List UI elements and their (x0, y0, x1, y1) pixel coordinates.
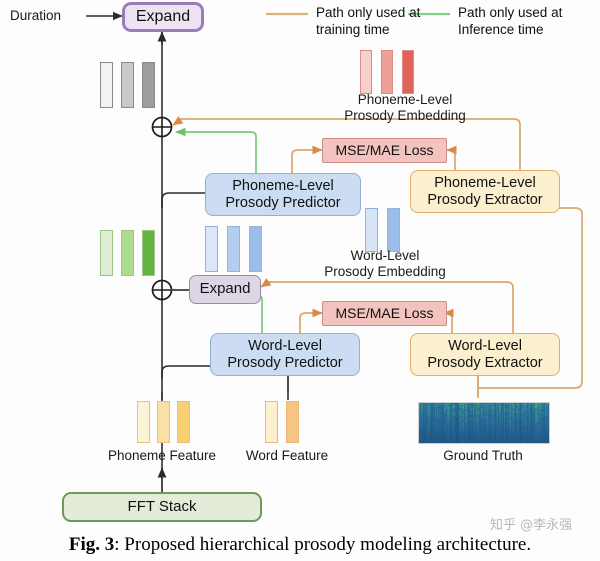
phoneme-prosody-extractor-block[interactable]: Phoneme-Level Prosody Extractor (410, 170, 560, 213)
legend-training-line1: Path only used at (316, 5, 421, 20)
bar (100, 62, 113, 108)
word-extractor-line2: Prosody Extractor (427, 354, 543, 371)
bar (157, 401, 170, 443)
wire-phoneme-predictor-to-adder (175, 127, 257, 173)
bar (227, 226, 240, 272)
pink-prosody-bars (360, 50, 414, 94)
phoneme-extractor-line2: Prosody Extractor (427, 191, 543, 208)
expand-mid-block[interactable]: Expand (189, 275, 261, 304)
bar (142, 230, 155, 276)
loss-top-block[interactable]: MSE/MAE Loss (322, 138, 447, 163)
blue-word-prosody-bars (365, 208, 400, 252)
bar (249, 226, 262, 272)
bar (100, 230, 113, 276)
adder-node-word (151, 279, 173, 301)
loss-mid-label: MSE/MAE Loss (335, 304, 434, 321)
phoneme-predictor-line1: Phoneme-Level (232, 178, 334, 195)
phoneme-feature-bars (137, 401, 190, 443)
figure-caption: Fig. 3: Proposed hierarchical prosody mo… (0, 534, 600, 556)
gray-hidden-bars (100, 62, 155, 108)
wire-phoneme-extractor-to-loss (446, 145, 457, 170)
fft-stack-block[interactable]: FFT Stack (62, 492, 262, 522)
legend-inference-line1: Path only used at (458, 5, 563, 20)
green-hidden-bars (100, 230, 155, 276)
bar (360, 50, 372, 94)
fft-stack-label: FFT Stack (127, 497, 197, 515)
loss-mid-block[interactable]: MSE/MAE Loss (322, 301, 447, 326)
spectrogram-canvas (419, 403, 549, 443)
word-feature-bars (265, 401, 299, 443)
phoneme-prosody-embedding-label: Phoneme-Level Prosody Embedding (320, 92, 490, 123)
legend-training-label: Path only used at training time (316, 5, 436, 39)
word-prosody-predictor-block[interactable]: Word-Level Prosody Predictor (210, 333, 360, 376)
legend-training-line2: training time (316, 21, 390, 37)
bar (177, 401, 190, 443)
bar (365, 208, 378, 252)
word-prosody-extractor-block[interactable]: Word-Level Prosody Extractor (410, 333, 560, 376)
word-prosody-embedding-label: Word-Level Prosody Embedding (300, 248, 470, 279)
expand-top-block[interactable]: Expand (122, 2, 204, 32)
loss-top-label: MSE/MAE Loss (335, 141, 434, 158)
bar (387, 208, 400, 252)
bar (402, 50, 414, 94)
ground-truth-spectrogram (418, 402, 550, 444)
bar (137, 401, 150, 443)
phoneme-prosody-predictor-block[interactable]: Phoneme-Level Prosody Predictor (205, 173, 361, 216)
word-extractor-line1: Word-Level (448, 338, 522, 355)
phoneme-predictor-line2: Prosody Predictor (225, 194, 341, 211)
word-feature-label: Word Feature (245, 448, 329, 463)
bar (381, 50, 393, 94)
bar (121, 62, 134, 108)
phoneme-embedding-line1: Phoneme-Level (357, 92, 453, 107)
figure-caption-text: : Proposed hierarchical prosody modeling… (114, 534, 532, 555)
word-predictor-line1: Word-Level (248, 338, 322, 355)
legend-inference-line2: Inference time (458, 21, 544, 37)
wire-word-predictor-to-loss (299, 308, 323, 333)
blue-expanded-bars (205, 226, 262, 272)
wire-phoneme-predictor-to-loss (291, 145, 323, 173)
phoneme-extractor-line1: Phoneme-Level (434, 175, 536, 192)
expand-mid-label: Expand (199, 280, 251, 298)
word-embedding-line2: Prosody Embedding (324, 263, 446, 279)
phoneme-feature-label: Phoneme Feature (107, 448, 217, 463)
bar (205, 226, 218, 272)
duration-label: Duration (10, 8, 62, 23)
bar (142, 62, 155, 108)
word-predictor-line2: Prosody Predictor (227, 354, 343, 371)
watermark: 知乎 @李永强 (490, 518, 573, 533)
bar (121, 230, 134, 276)
phoneme-embedding-line2: Prosody Embedding (344, 107, 466, 123)
legend-inference-label: Path only used at Inference time (458, 5, 588, 39)
word-embedding-line1: Word-Level (350, 248, 420, 263)
bar (265, 401, 278, 443)
bar (286, 401, 299, 443)
ground-truth-label: Ground Truth (443, 448, 523, 463)
adder-node-phoneme (151, 116, 173, 138)
figure-caption-prefix: Fig. 3 (68, 534, 115, 555)
expand-top-label: Expand (135, 8, 191, 26)
